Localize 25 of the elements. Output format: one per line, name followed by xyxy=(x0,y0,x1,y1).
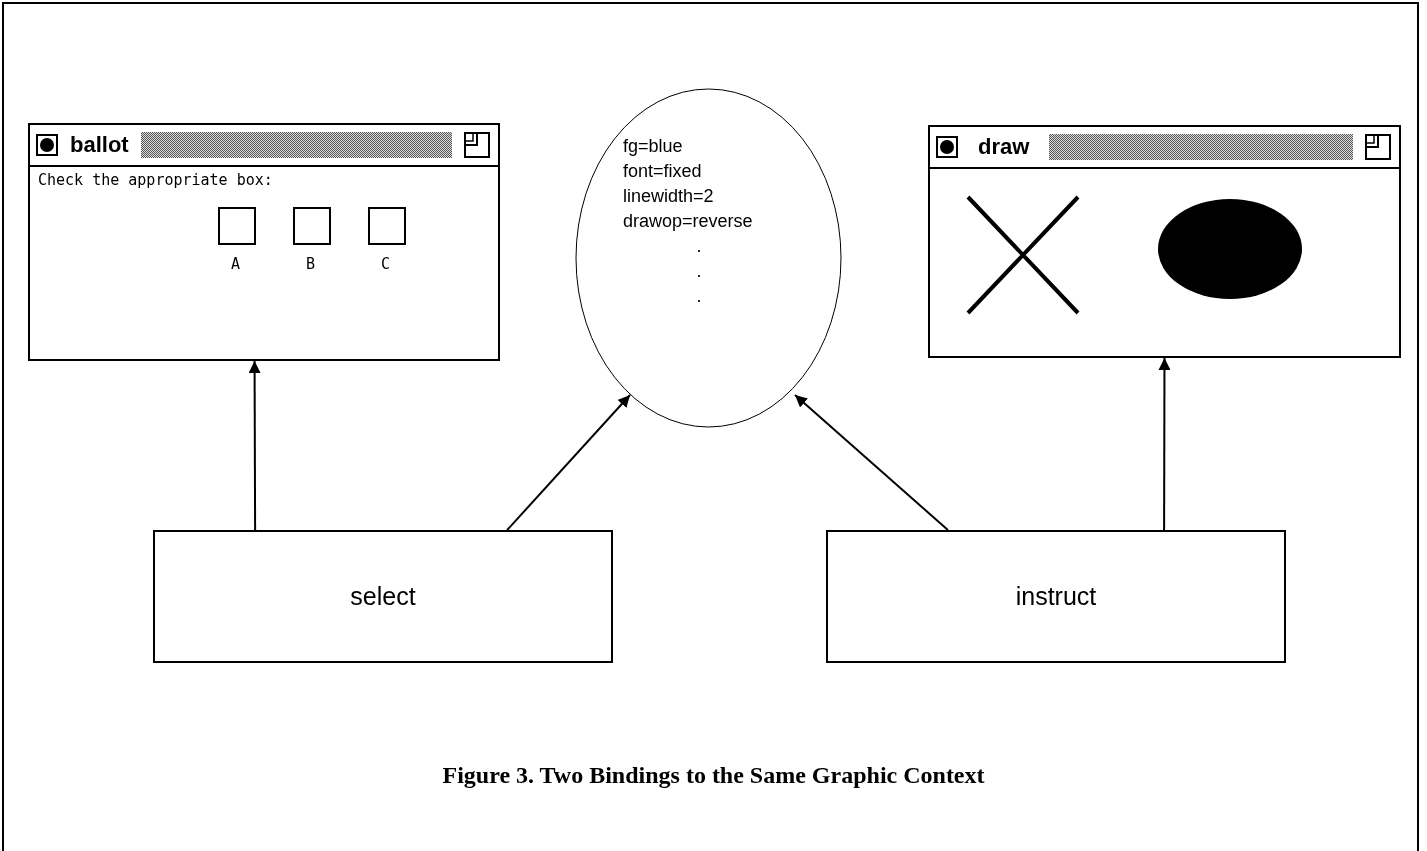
attribute-text: . xyxy=(696,260,702,283)
attribute-text: drawop=reverse xyxy=(623,210,753,233)
checkbox-label: B xyxy=(306,255,316,273)
box-label: select xyxy=(350,582,416,611)
arrow xyxy=(248,360,261,531)
attribute-text: linewidth=2 xyxy=(623,185,714,208)
checkbox-label: C xyxy=(381,255,391,273)
attribute-text: . xyxy=(696,285,702,308)
attribute-text: fg=blue xyxy=(623,135,683,158)
window-title: ballot xyxy=(70,132,129,158)
checkbox-label: A xyxy=(231,255,241,273)
process-box xyxy=(826,530,1286,663)
arrow xyxy=(794,394,949,531)
arrow xyxy=(506,394,631,531)
context-ellipse xyxy=(575,88,842,428)
figure-caption: Figure 3. Two Bindings to the Same Graphic Context xyxy=(441,762,986,789)
process-box xyxy=(153,530,613,663)
application-window xyxy=(28,123,500,361)
application-window xyxy=(928,125,1401,358)
attribute-text: font=fixed xyxy=(623,160,702,183)
window-title: draw xyxy=(977,134,1031,160)
arrow xyxy=(1158,357,1171,531)
box-label: instruct xyxy=(1015,582,1097,611)
instruction-text: Check the appropriate box: xyxy=(38,171,273,189)
attribute-text: . xyxy=(696,235,702,258)
